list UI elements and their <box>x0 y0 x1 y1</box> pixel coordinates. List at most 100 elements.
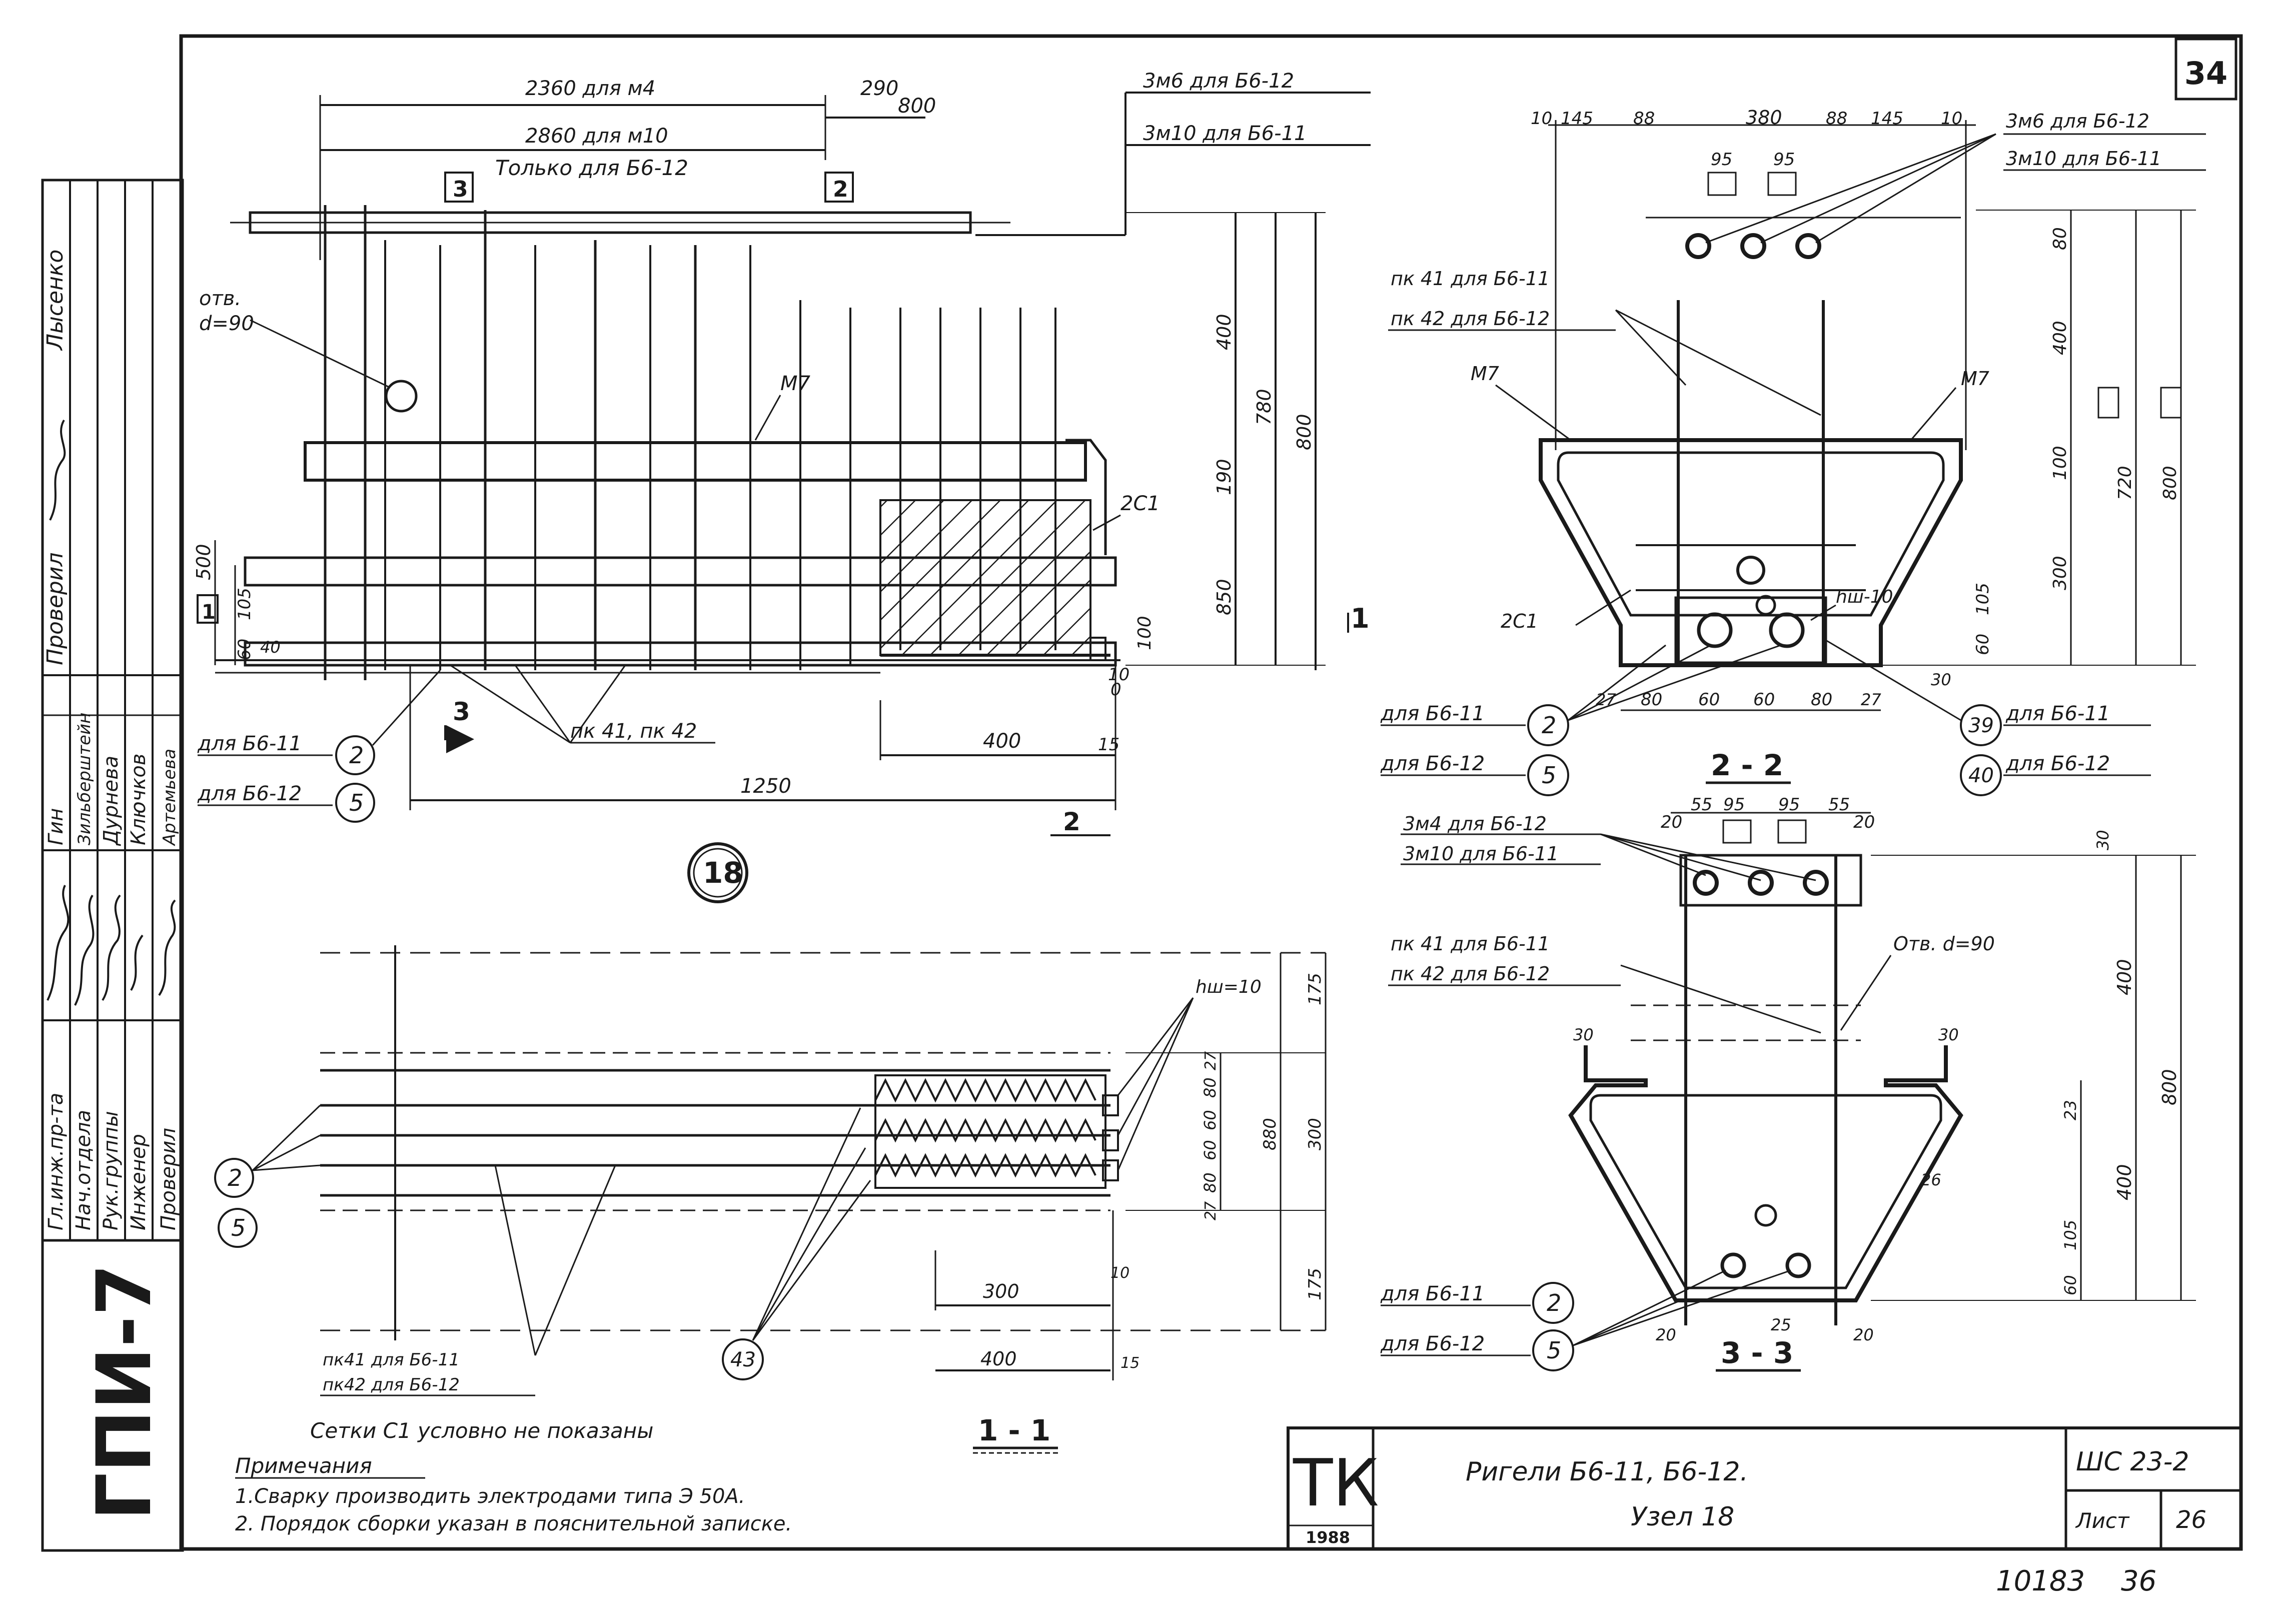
m7-left: М7 <box>1471 363 1499 385</box>
sec-3-marker: 3 <box>453 177 468 202</box>
mark-2-11: 2 <box>228 1164 242 1191</box>
dim-800: 800 <box>898 95 936 118</box>
dim-30r-33: 30 <box>1938 1025 1959 1044</box>
dim-190: 190 <box>1213 459 1235 495</box>
top-row-1: Проверил <box>43 552 68 665</box>
sec-2-marker-bottom: 2 <box>1063 807 1080 836</box>
dim-400b-33: 400 <box>2113 1164 2135 1200</box>
dim-1250: 1250 <box>740 775 791 798</box>
hw-11: hш=10 <box>1196 977 1262 997</box>
v-dim-27b: 27 <box>1202 1201 1220 1220</box>
dim-290: 290 <box>860 77 898 100</box>
dim-850: 850 <box>1213 579 1235 615</box>
stirrups <box>324 205 1056 680</box>
mark-2-22: 2 <box>1542 712 1556 739</box>
top-dim-380: 380 <box>1746 107 1782 129</box>
dim-30l-33: 30 <box>1573 1025 1594 1044</box>
series-code: ШС 23-2 <box>2076 1447 2189 1477</box>
name-1: Гин <box>45 808 68 845</box>
year: 1988 <box>1306 1528 1350 1547</box>
role-4: Инженер <box>127 1134 150 1230</box>
only-for-b612: Только для Б6-12 <box>495 156 688 180</box>
hole-label-1: отв. <box>199 287 241 310</box>
name-4: Ключков <box>127 754 150 845</box>
sheet-frame: 34 <box>179 34 2243 1551</box>
dim-2860: 2860 для м10 <box>525 125 668 148</box>
notes-missing: Сетки С1 условно не показаны <box>310 1418 653 1443</box>
dim-20a-33: 20 <box>1661 812 1682 832</box>
r-for-b612-22: для Б6-12 <box>2005 752 2110 775</box>
bot-dim-27r: 27 <box>1861 690 1881 709</box>
label-3m6-22: 3м6 для Б6-12 <box>2006 110 2149 132</box>
c1-label: 2С1 <box>1120 492 1160 515</box>
role-5: Проверил <box>157 1128 180 1230</box>
section-2-2: 10 145 88 380 88 145 10 95 95 3м6 для Б6… <box>1347 107 2206 796</box>
for-b611-33: для Б6-11 <box>1380 1282 1485 1305</box>
dim-20d-33: 20 <box>1853 1325 1874 1344</box>
for-b612-33: для Б6-12 <box>1380 1332 1485 1355</box>
dim-23-33: 23 <box>2061 1100 2080 1120</box>
dim-400-11: 400 <box>980 1348 1017 1370</box>
role-1: Гл.инж.пр-та <box>45 1093 68 1230</box>
mark-5: 5 <box>349 789 364 816</box>
sec-1-marker-22: 1 <box>1351 603 1370 634</box>
dim-30-22: 30 <box>1931 670 1951 689</box>
dim-105-22: 105 <box>1973 583 1993 615</box>
pk41-11: пк41 для Б6-11 <box>323 1350 460 1370</box>
dim-400a-33: 400 <box>2113 959 2135 995</box>
mark-43: 43 <box>730 1348 756 1371</box>
dim-80-22: 80 <box>2050 227 2070 250</box>
v-dim-60b: 60 <box>1201 1140 1220 1160</box>
dim-60: 60 <box>235 639 255 660</box>
top-dim-95l-33: 95 <box>1723 795 1745 815</box>
dim-20c-33: 20 <box>1656 1325 1676 1344</box>
role-3: Рук.группы <box>100 1111 123 1230</box>
dim-30t-33: 30 <box>2093 830 2112 850</box>
dim-40: 40 <box>260 638 281 657</box>
pk41-33: пк 41 для Б6-11 <box>1391 933 1550 955</box>
v-dim-80b: 80 <box>1201 1172 1220 1193</box>
stamp-id: 10183 <box>1996 1565 2085 1597</box>
mark-2: 2 <box>349 742 364 769</box>
name-2: Зильберштейн <box>75 713 95 845</box>
dim-100-22: 100 <box>2050 446 2070 480</box>
mark-39: 39 <box>1968 714 1994 737</box>
name-5: Артемьева <box>160 749 180 846</box>
dim-10: 10 <box>1108 665 1129 685</box>
section-1-1: hш=10 27 80 60 60 80 27 175 300 175 880 … <box>214 945 1327 1454</box>
dim-105: 105 <box>235 588 255 620</box>
dim-26-33: 26 <box>1921 1170 1941 1189</box>
top-dim-95r-33: 95 <box>1778 795 1800 815</box>
mark-5-33: 5 <box>1547 1337 1561 1364</box>
top-dim-88r: 88 <box>1826 109 1847 129</box>
dim-15: 15 <box>1098 735 1119 755</box>
for-b612-22: для Б6-12 <box>1380 752 1485 775</box>
dim-500: 500 <box>193 544 215 580</box>
dim-400-22: 400 <box>2050 321 2070 355</box>
name-3: Дурнева <box>100 756 123 846</box>
title-line-1: Ригели Б6-11, Б6-12. <box>1466 1457 1748 1487</box>
dim-2360: 2360 для м4 <box>525 77 655 100</box>
label-3m6: 3м6 для Б6-12 <box>1143 70 1294 93</box>
dim-880-11: 880 <box>1260 1118 1280 1150</box>
role-2: Нач.отдела <box>72 1110 95 1230</box>
dim-780: 780 <box>1253 389 1275 425</box>
notes-title: Примечания <box>235 1453 372 1478</box>
bot-dim-60l: 60 <box>1698 690 1720 710</box>
top-dim-145l: 145 <box>1561 109 1593 129</box>
top-dim-55r-33: 55 <box>1828 795 1850 815</box>
top-dim-10r: 10 <box>1941 109 1962 129</box>
mark-40: 40 <box>1968 764 1994 787</box>
label-3m10-22: 3м10 для Б6-11 <box>2006 148 2161 170</box>
bot-dim-80r: 80 <box>1811 690 1832 710</box>
sheet-label: Лист <box>2075 1508 2130 1533</box>
signature-strip: Гл.инж.пр-та Нач.отдела Рук.группы Инжен… <box>41 179 184 1552</box>
note-2: 2. Порядок сборки указан в пояснительной… <box>235 1512 792 1535</box>
sec-1-marker-left: 1 <box>202 601 216 624</box>
dim-800v: 800 <box>1293 414 1315 450</box>
sec-2-marker: 2 <box>833 177 848 202</box>
hw-22: hш-10 <box>1836 587 1893 607</box>
for-b612: для Б6-12 <box>197 782 302 805</box>
dim-60-33: 60 <box>2061 1275 2080 1295</box>
dim-175b-11: 175 <box>1305 1268 1325 1300</box>
